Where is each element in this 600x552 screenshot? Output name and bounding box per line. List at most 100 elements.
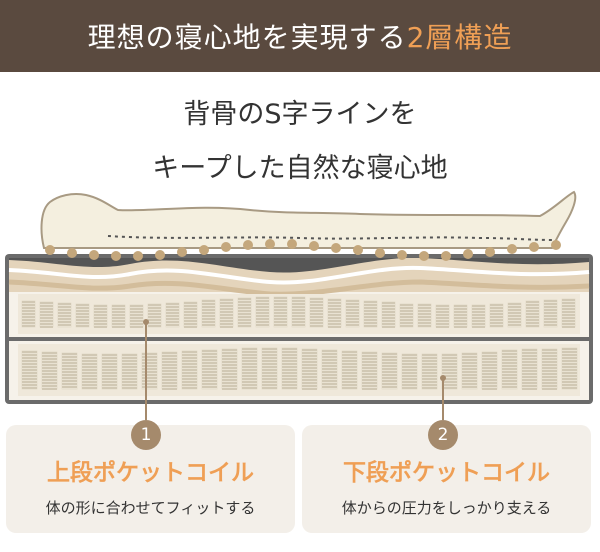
lower-coil: [21, 350, 38, 390]
lower-coil: [121, 353, 138, 390]
lower-coil: [281, 347, 298, 390]
lower-coil: [81, 353, 98, 390]
lower-coil-layer: [21, 347, 578, 390]
body-silhouette: [40, 190, 577, 249]
comfort-layer-wave-light: [8, 265, 590, 285]
upper-layer-card: 上段ポケットコイル 体の形に合わせてフィットする: [6, 425, 295, 533]
pressure-dot: [441, 251, 451, 261]
pressure-dot: [177, 247, 187, 257]
upper-coil: [561, 298, 576, 328]
pressure-dot: [221, 242, 231, 252]
lower-layer-description: 体からの圧力をしっかり支える: [341, 499, 552, 517]
upper-coil: [435, 304, 450, 328]
lower-coil: [521, 348, 538, 390]
upper-coil: [507, 302, 522, 328]
lower-coil: [501, 349, 518, 390]
pressure-dot: [111, 251, 121, 261]
pressure-dot: [89, 250, 99, 260]
upper-coil: [183, 301, 198, 328]
upper-layer-description: 体の形に合わせてフィットする: [45, 499, 256, 517]
pressure-dot: [243, 240, 253, 250]
upper-coil: [255, 296, 270, 328]
lower-coil: [481, 351, 498, 390]
badge-2: 2: [428, 420, 458, 450]
upper-coil: [201, 299, 216, 328]
pressure-dot: [375, 248, 385, 258]
upper-coil: [75, 303, 90, 328]
upper-coil: [363, 300, 378, 328]
pressure-dot: [309, 241, 319, 251]
header-title: 理想の寝心地を実現する: [87, 21, 407, 54]
pressure-dot: [265, 239, 275, 249]
lower-coil: [421, 353, 438, 390]
upper-coil: [273, 296, 288, 328]
pressure-dot: [529, 242, 539, 252]
upper-coil: [147, 303, 162, 328]
pressure-dot: [419, 251, 429, 261]
pressure-dot: [45, 245, 55, 255]
upper-coil: [345, 299, 360, 328]
upper-coil: [93, 304, 108, 328]
upper-coil: [309, 297, 324, 328]
lower-coil: [441, 353, 458, 390]
lower-coil: [341, 350, 358, 390]
upper-coil: [399, 303, 414, 328]
mattress-diagram: [5, 190, 593, 420]
comfort-layer-wave-dark: [9, 257, 589, 273]
upper-coil: [327, 298, 342, 328]
upper-coil: [111, 304, 126, 328]
upper-coil: [219, 298, 234, 328]
pressure-dot: [551, 240, 561, 250]
lower-coil: [241, 347, 258, 390]
lower-coil: [261, 347, 278, 390]
lower-coil: [541, 348, 558, 390]
lower-coil: [61, 352, 78, 390]
badge-1: 1: [131, 420, 161, 450]
subtitle-line-2: キープした自然な寝心地: [152, 153, 448, 184]
upper-coil: [21, 300, 36, 328]
upper-coil: [381, 301, 396, 328]
upper-coil: [489, 303, 504, 328]
lower-coil: [321, 349, 338, 390]
pressure-dot: [463, 249, 473, 259]
lower-coil: [221, 348, 238, 390]
upper-coil: [417, 303, 432, 328]
lower-coil: [161, 351, 178, 390]
lower-coil: [361, 351, 378, 390]
pressure-dot: [331, 243, 341, 253]
upper-coil-layer: [21, 296, 576, 328]
upper-coil: [543, 299, 558, 328]
lower-coil: [101, 353, 118, 390]
pressure-dot: [199, 245, 209, 255]
lower-coil: [461, 352, 478, 390]
pressure-dot: [287, 239, 297, 249]
upper-coil: [291, 296, 306, 328]
lower-coil: [181, 350, 198, 390]
pressure-dots: [45, 239, 561, 261]
lower-coil: [381, 352, 398, 390]
pressure-dot: [397, 250, 407, 260]
pressure-dot: [507, 244, 517, 254]
lower-coil: [141, 352, 158, 390]
lower-layer-title: 下段ポケットコイル: [343, 460, 550, 486]
pressure-dot: [67, 248, 77, 258]
upper-coil: [129, 304, 144, 328]
lower-coil: [41, 351, 58, 390]
pressure-dot: [155, 250, 165, 260]
upper-coil: [471, 304, 486, 328]
pressure-dot: [353, 245, 363, 255]
upper-coil: [39, 301, 54, 328]
upper-coil: [165, 302, 180, 328]
header-title-accent: 2層構造: [406, 21, 513, 54]
lower-coil: [561, 347, 578, 390]
upper-coil: [453, 304, 468, 328]
pressure-dot: [133, 251, 143, 261]
upper-coil: [57, 302, 72, 328]
pressure-dot: [485, 247, 495, 257]
lower-coil: [401, 353, 418, 390]
subtitle-line-1: 背骨のS字ラインを: [183, 99, 417, 130]
lower-coil: [201, 349, 218, 390]
upper-coil: [525, 300, 540, 328]
lower-coil: [301, 348, 318, 390]
